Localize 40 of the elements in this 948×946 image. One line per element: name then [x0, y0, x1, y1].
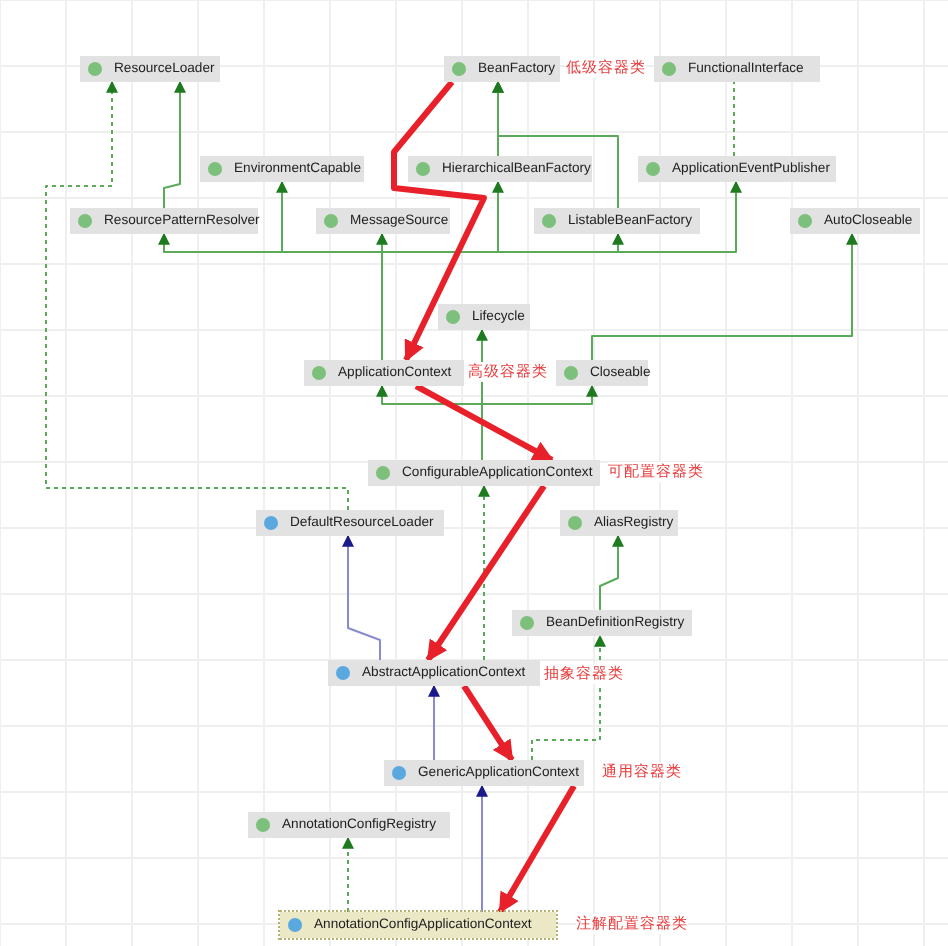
inheritance-arrow — [342, 836, 354, 913]
interface-box — [512, 610, 692, 636]
interface-box — [80, 56, 220, 82]
class-box — [280, 912, 556, 938]
interface-box — [654, 56, 820, 82]
interface-box — [70, 208, 258, 234]
class-box — [384, 760, 584, 786]
inheritance-arrow — [476, 784, 488, 913]
highlight-arrow — [414, 383, 554, 463]
interface-box — [534, 208, 700, 234]
class-box — [256, 510, 444, 536]
class-box — [328, 660, 540, 686]
interface-box — [408, 156, 592, 182]
interface-box — [316, 208, 450, 234]
inheritance-arrow — [428, 684, 440, 761]
interface-box — [368, 460, 600, 486]
inheritance-arrow — [531, 634, 606, 761]
highlight-arrow — [461, 684, 515, 762]
interface-box — [556, 360, 648, 386]
interface-box — [438, 304, 530, 330]
inheritance-arrow — [478, 484, 490, 661]
interface-box — [444, 56, 560, 82]
inheritance-arrow — [599, 534, 624, 611]
highlight-arrow — [497, 784, 577, 914]
inheritance-arrow — [45, 80, 349, 511]
connector-line — [733, 81, 735, 157]
interface-box — [790, 208, 920, 234]
inheritance-arrow — [481, 384, 598, 461]
highlight-arrow — [391, 80, 487, 362]
inheritance-arrow — [381, 180, 742, 361]
inheritance-arrow — [492, 80, 619, 209]
interface-box — [304, 360, 464, 386]
interface-box — [638, 156, 836, 182]
interface-box — [200, 156, 364, 182]
inheritance-arrow — [591, 232, 858, 361]
interface-box — [560, 510, 678, 536]
inheritance-arrow — [342, 534, 381, 661]
interface-box — [248, 812, 450, 838]
highlight-arrow — [425, 484, 547, 662]
inheritance-arrow — [163, 80, 186, 209]
